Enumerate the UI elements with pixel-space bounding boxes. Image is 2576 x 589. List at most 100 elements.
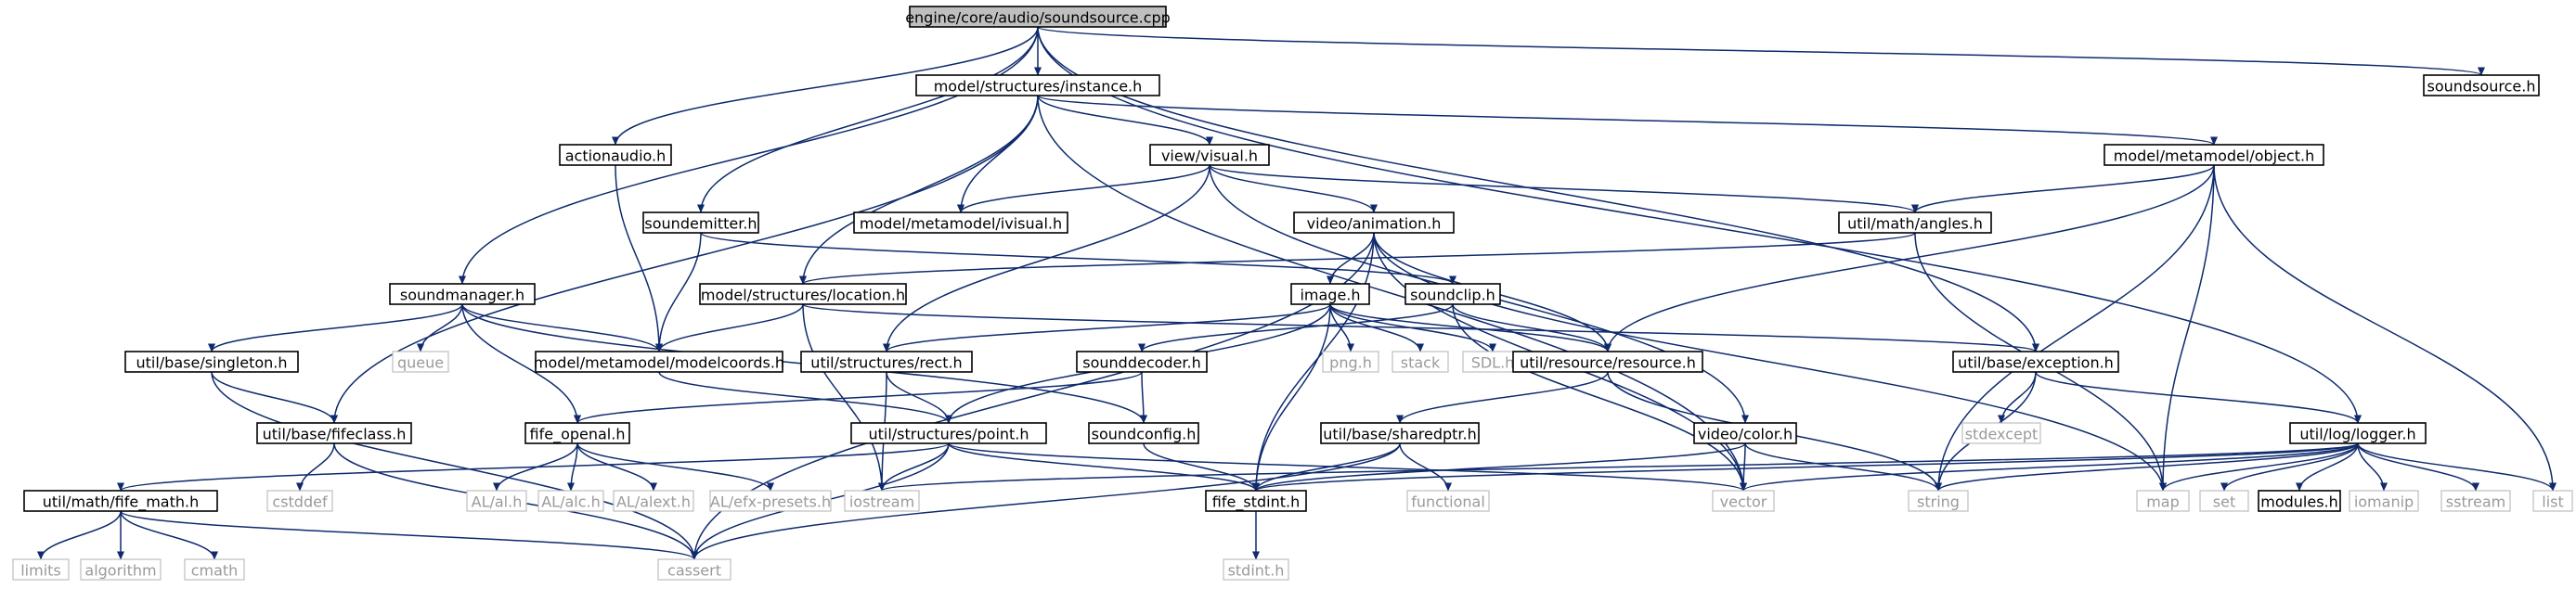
edge-fife_openal-to-alch bbox=[566, 442, 578, 492]
node-label: string bbox=[1917, 493, 1960, 511]
node-box bbox=[1322, 351, 1379, 373]
edge-soundemitter-to-modelcoords bbox=[654, 232, 702, 352]
edge-fifeclass-to-cstddef bbox=[295, 442, 335, 492]
node-visual[interactable]: view/visual.h bbox=[1149, 144, 1270, 166]
node-label: util/math/fife_math.h bbox=[43, 493, 199, 512]
edge-logger-to-modules bbox=[2295, 442, 2359, 492]
node-cmath: cmath bbox=[184, 558, 245, 581]
node-iomanip: iomanip bbox=[2349, 490, 2419, 512]
node-label: list bbox=[2542, 493, 2564, 511]
node-queue: queue bbox=[392, 351, 449, 373]
node-sharedptr[interactable]: util/base/sharedptr.h bbox=[1320, 422, 1480, 444]
node-box bbox=[909, 6, 1167, 28]
node-box bbox=[2349, 490, 2419, 512]
edge-angles-to-location bbox=[799, 232, 1916, 285]
node-box bbox=[1088, 422, 1199, 444]
node-object[interactable]: model/metamodel/object.h bbox=[2104, 144, 2324, 166]
node-label: util/base/sharedptr.h bbox=[1323, 426, 1477, 443]
node-actionaudio[interactable]: actionaudio.h bbox=[559, 144, 672, 166]
node-box bbox=[1961, 422, 2041, 444]
node-sstream: sstream bbox=[2440, 490, 2511, 512]
node-modules[interactable]: modules.h bbox=[2258, 490, 2341, 512]
node-color[interactable]: video/color.h bbox=[1693, 422, 1797, 444]
node-soundmanager[interactable]: soundmanager.h bbox=[389, 283, 536, 305]
node-label: util/base/singleton.h bbox=[136, 354, 287, 372]
node-efxpresets: AL/efx-presets.h bbox=[709, 490, 832, 512]
node-soundclip[interactable]: soundclip.h bbox=[1405, 283, 1501, 305]
node-soundsource_h[interactable]: soundsource.h bbox=[2423, 74, 2540, 96]
node-box bbox=[1392, 351, 1449, 373]
node-fife_openal[interactable]: fife_openal.h bbox=[524, 422, 630, 444]
node-image[interactable]: image.h bbox=[1290, 283, 1370, 305]
node-label: vector bbox=[1720, 493, 1767, 511]
node-exception[interactable]: util/base/exception.h bbox=[1952, 351, 2119, 373]
node-fife_stdint[interactable]: fife_stdint.h bbox=[1205, 490, 1307, 512]
edge-sounddecoder-to-fife_openal bbox=[574, 371, 1143, 424]
edge-animation-to-fife_stdint bbox=[1251, 232, 1375, 492]
node-label: engine/core/audio/soundsource.cpp bbox=[905, 9, 1171, 27]
edge-resource-to-sharedptr bbox=[1396, 371, 1609, 424]
node-soundemitter[interactable]: soundemitter.h bbox=[642, 211, 759, 234]
node-root[interactable]: engine/core/audio/soundsource.cpp bbox=[905, 6, 1171, 28]
node-point[interactable]: util/structures/point.h bbox=[850, 422, 1047, 444]
node-box bbox=[1512, 351, 1703, 373]
node-box bbox=[850, 422, 1047, 444]
node-label: functional bbox=[1411, 493, 1485, 511]
node-alch: AL/alc.h bbox=[537, 490, 604, 512]
edge-image-to-resource bbox=[1329, 303, 1612, 352]
node-singleton[interactable]: util/base/singleton.h bbox=[124, 351, 299, 373]
node-label: util/log/logger.h bbox=[2299, 426, 2415, 443]
node-box bbox=[1405, 283, 1501, 305]
node-label: soundconfig.h bbox=[1092, 426, 1197, 443]
node-label: util/structures/point.h bbox=[868, 426, 1029, 443]
edge-fife_math-to-limits bbox=[36, 510, 122, 560]
edge-animation-to-map bbox=[1373, 232, 2167, 492]
node-box bbox=[1908, 490, 1969, 512]
node-box bbox=[524, 422, 630, 444]
node-resource[interactable]: util/resource/resource.h bbox=[1512, 351, 1703, 373]
node-ivisual[interactable]: model/metamodel/ivisual.h bbox=[853, 211, 1068, 234]
node-label: soundemitter.h bbox=[644, 215, 757, 233]
node-box bbox=[392, 351, 449, 373]
node-box bbox=[2258, 490, 2341, 512]
node-label: algorithm bbox=[84, 562, 156, 580]
node-label: model/structures/instance.h bbox=[934, 78, 1143, 96]
edge-instance-to-vector bbox=[1037, 95, 1748, 492]
edge-rect-to-point bbox=[886, 371, 953, 424]
node-stdinth: stdint.h bbox=[1223, 558, 1289, 581]
node-animation[interactable]: video/animation.h bbox=[1293, 211, 1455, 234]
edge-soundclip-to-resource bbox=[1452, 303, 1612, 352]
node-box bbox=[1223, 558, 1289, 581]
edge-instance-to-object bbox=[1037, 95, 2218, 146]
node-rect[interactable]: util/structures/rect.h bbox=[800, 351, 973, 373]
node-label: iostream bbox=[849, 493, 914, 511]
node-label: AL/alc.h bbox=[541, 493, 601, 511]
node-label: stdexcept bbox=[1965, 426, 2039, 443]
node-box bbox=[1076, 351, 1208, 373]
edge-color-to-string bbox=[1744, 442, 1942, 492]
node-box bbox=[853, 211, 1068, 234]
node-fife_math[interactable]: util/math/fife_math.h bbox=[23, 490, 218, 512]
node-location[interactable]: model/structures/location.h bbox=[699, 283, 907, 305]
node-logger[interactable]: util/log/logger.h bbox=[2289, 422, 2427, 444]
edge-object-to-map bbox=[2158, 164, 2215, 492]
node-label: modules.h bbox=[2260, 493, 2338, 511]
node-box bbox=[800, 351, 973, 373]
node-box bbox=[1952, 351, 2119, 373]
node-box bbox=[915, 74, 1160, 96]
node-instance[interactable]: model/structures/instance.h bbox=[915, 74, 1160, 96]
edge-soundclip-to-vector bbox=[1452, 303, 1748, 492]
edge-exception-to-logger bbox=[2035, 371, 2362, 424]
node-label: stdint.h bbox=[1228, 562, 1285, 580]
edge-soundmanager-to-singleton bbox=[208, 303, 463, 352]
node-angles[interactable]: util/math/angles.h bbox=[1838, 211, 1992, 234]
node-fifeclass[interactable]: util/base/fifeclass.h bbox=[256, 422, 412, 444]
node-sounddecoder[interactable]: sounddecoder.h bbox=[1076, 351, 1208, 373]
node-label: AL/efx-presets.h bbox=[710, 493, 831, 511]
node-box bbox=[559, 144, 672, 166]
node-soundconfig[interactable]: soundconfig.h bbox=[1088, 422, 1199, 444]
edge-sharedptr-to-fife_stdint bbox=[1252, 442, 1401, 492]
node-box bbox=[12, 558, 70, 581]
edge-fife_math-to-cmath bbox=[120, 510, 219, 560]
node-modelcoords[interactable]: model/metamodel/modelcoords.h bbox=[534, 351, 784, 373]
